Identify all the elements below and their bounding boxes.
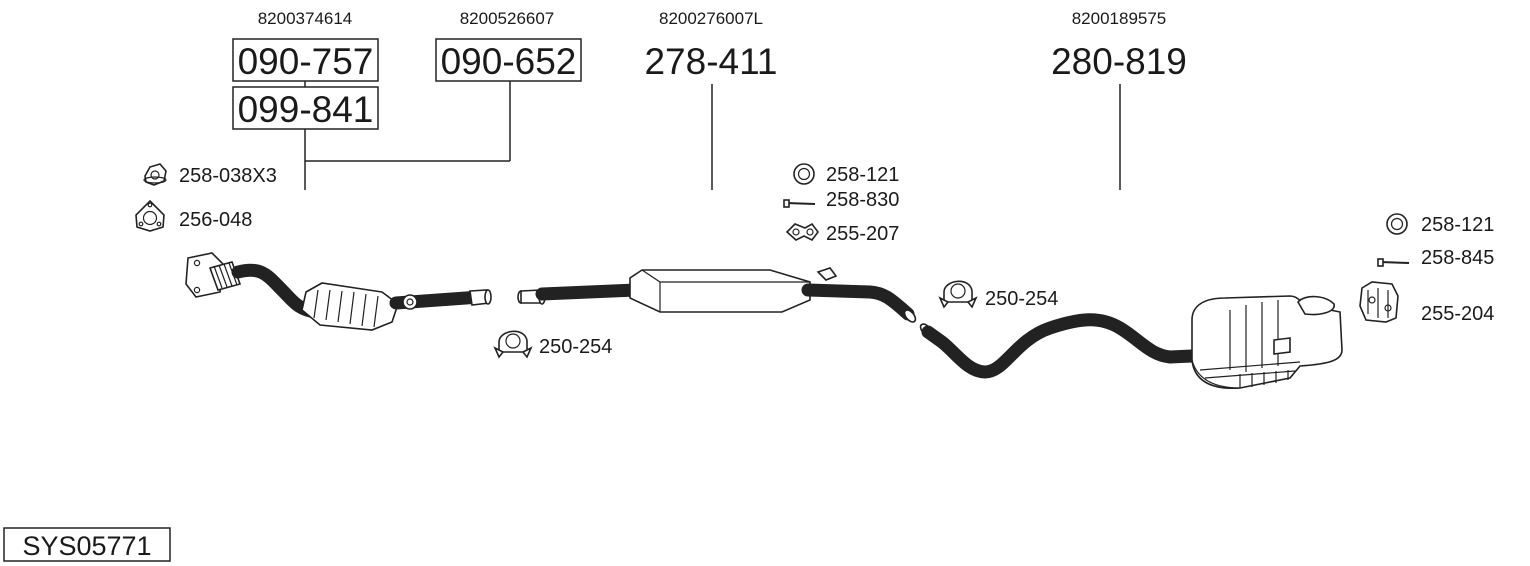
label-bolt-rear: 258-845 <box>1421 247 1494 269</box>
clamp-rear-icon <box>938 280 978 309</box>
diagram-code: SYS05771 <box>22 531 151 561</box>
part-number-catalyst: 090-652 <box>441 41 577 82</box>
rear-silencer <box>919 295 1343 390</box>
label-nut: 258-038X3 <box>179 165 277 187</box>
bolt-rear-icon <box>1377 258 1410 267</box>
oem-number-a: 8200374614 <box>258 9 353 28</box>
label-rubber-rear: 255-204 <box>1421 303 1494 325</box>
oem-number-b: 8200526607 <box>460 9 555 28</box>
part-box-front-pipe-2[interactable]: 099-841 <box>232 86 379 130</box>
label-bolt-mid: 258-830 <box>826 189 899 211</box>
part-number-middle-silencer[interactable]: 278-411 <box>644 41 777 82</box>
part-number-front-pipe-1: 090-757 <box>238 41 374 82</box>
leader-lines <box>304 81 1121 190</box>
rubber-mount-rear-icon <box>1359 281 1399 323</box>
gasket-icon <box>135 199 165 232</box>
nut-icon <box>143 163 167 186</box>
label-ring-rear: 258-121 <box>1421 214 1494 236</box>
part-number-front-pipe-2: 099-841 <box>238 89 374 130</box>
part-number-rear-silencer[interactable]: 280-819 <box>1051 41 1187 82</box>
label-clamp-rear: 250-254 <box>985 288 1058 310</box>
clamp-front-icon <box>493 330 533 359</box>
part-box-front-pipe-1[interactable]: 090-757 <box>232 38 379 82</box>
label-clamp-front: 250-254 <box>539 336 612 358</box>
oem-number-d: 8200189575 <box>1072 9 1167 28</box>
diagram-code-box: SYS05771 <box>3 527 171 562</box>
rubber-mount-mid-icon <box>785 222 819 242</box>
label-ring-mid: 258-121 <box>826 164 899 186</box>
part-box-catalyst[interactable]: 090-652 <box>435 38 582 82</box>
oem-number-c: 8200276007L <box>659 9 763 28</box>
ring-mid-icon <box>793 163 815 185</box>
front-pipe-and-catalyst <box>185 252 492 331</box>
ring-rear-icon <box>1386 213 1408 235</box>
label-rubber-mid: 255-207 <box>826 223 899 245</box>
middle-silencer <box>517 267 917 323</box>
label-gasket: 256-048 <box>179 209 252 231</box>
bolt-mid-icon <box>783 199 816 208</box>
